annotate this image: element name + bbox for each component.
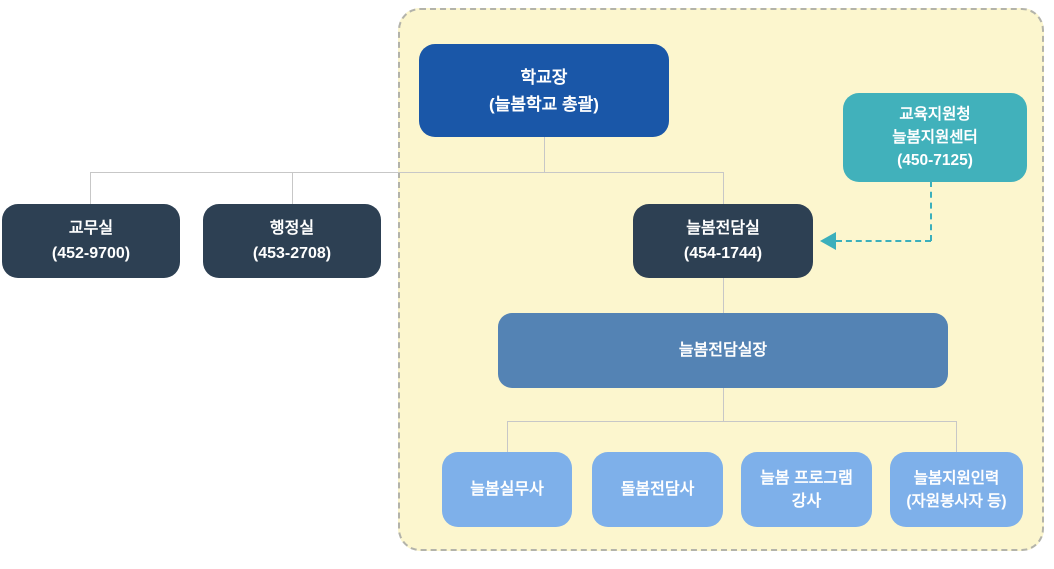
node-neulbom-office: 늘봄전담실 (454-1744) <box>633 204 813 278</box>
connector-bottom-bracket <box>507 421 956 422</box>
node-label-line: 늘봄전담실 <box>686 220 760 237</box>
support-arrow-horizontal <box>836 240 931 242</box>
node-label-line: 늘봄지원인력 <box>913 469 1000 487</box>
connector-to-academic-office <box>90 172 91 204</box>
node-principal: 학교장 (늘봄학교 총괄) <box>419 44 669 137</box>
node-label-line: (452-9700) <box>51 245 131 262</box>
support-arrow-vertical <box>930 181 932 241</box>
node-label-line: (454-1744) <box>683 245 763 262</box>
node-admin-office: 행정실 (453-2708) <box>203 204 381 278</box>
node-label-line: (늘봄학교 총괄) <box>489 94 599 114</box>
node-neulbom-head: 늘봄전담실장 <box>498 313 948 388</box>
connector-to-admin-office <box>292 172 293 204</box>
connector-head-down <box>723 388 724 421</box>
connector-to-staff-4 <box>956 421 957 452</box>
node-support-personnel: 늘봄지원인력 (자원봉사자 등) <box>890 452 1023 527</box>
node-label-line: 늘봄 프로그램 <box>760 469 853 487</box>
node-label-line: 돌봄전담사 <box>620 481 695 498</box>
connector-to-staff-1 <box>507 421 508 452</box>
connector-top-bracket <box>90 172 723 173</box>
node-staff-worker: 늘봄실무사 <box>442 452 572 527</box>
node-label-line: 교육지원청 <box>899 106 971 123</box>
node-academic-office: 교무실 (452-9700) <box>2 204 180 278</box>
node-care-teacher: 돌봄전담사 <box>592 452 723 527</box>
support-arrow-head-icon <box>820 232 836 250</box>
connector-office-to-head <box>723 278 724 313</box>
node-label-line: 학교장 <box>520 67 568 87</box>
node-program-instructor: 늘봄 프로그램 강사 <box>741 452 872 527</box>
node-label-line: 늘봄전담실장 <box>678 342 768 359</box>
node-label-line: 늘봄지원센터 <box>892 129 978 146</box>
connector-principal-down <box>544 137 545 172</box>
node-label-line: (450-7125) <box>897 152 973 169</box>
node-label-line: 늘봄실무사 <box>470 481 544 498</box>
node-label-line: (자원봉사자 등) <box>906 492 1007 510</box>
connector-to-neulbom-office <box>723 172 724 204</box>
node-label-line: (453-2708) <box>252 245 332 262</box>
node-label-line: 강사 <box>791 492 822 510</box>
node-label-line: 행정실 <box>269 220 315 237</box>
node-support-center: 교육지원청 늘봄지원센터 (450-7125) <box>843 93 1027 182</box>
node-label-line: 교무실 <box>68 220 114 237</box>
